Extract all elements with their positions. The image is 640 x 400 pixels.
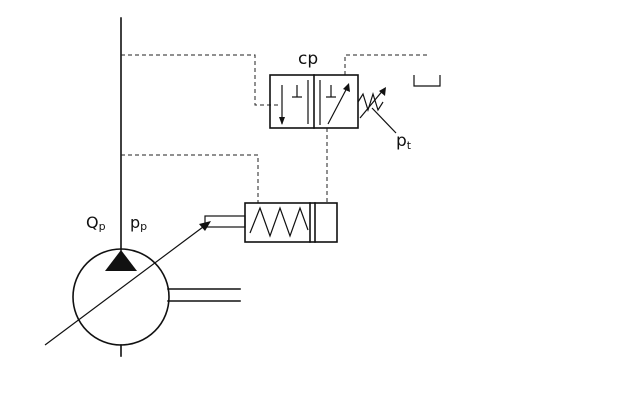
piston-rod xyxy=(204,215,246,228)
cylinder-spring xyxy=(249,206,309,238)
valve-left-envelope xyxy=(279,80,309,125)
variable-displacement-pump xyxy=(44,221,241,346)
actuator-cylinder xyxy=(204,202,338,243)
adjustable-spring xyxy=(357,91,384,113)
pilot-line-top xyxy=(121,54,281,106)
variable-displacement-arrow xyxy=(44,223,208,346)
pump-body xyxy=(72,248,170,346)
pilot-line-cylinder xyxy=(121,154,259,203)
label-pt: pt xyxy=(396,131,412,152)
tank-symbol xyxy=(413,75,441,87)
spring-adjust-arrow xyxy=(359,88,385,119)
label-qp: Qp xyxy=(86,213,106,233)
pilot-line-drain xyxy=(344,54,430,75)
control-valve xyxy=(269,74,397,134)
pt-leader-line xyxy=(371,107,397,134)
valve-right-envelope xyxy=(319,80,350,125)
pump-outlet-triangle xyxy=(105,250,137,271)
label-cp: cp xyxy=(298,49,318,69)
label-pp: pp xyxy=(130,213,147,233)
